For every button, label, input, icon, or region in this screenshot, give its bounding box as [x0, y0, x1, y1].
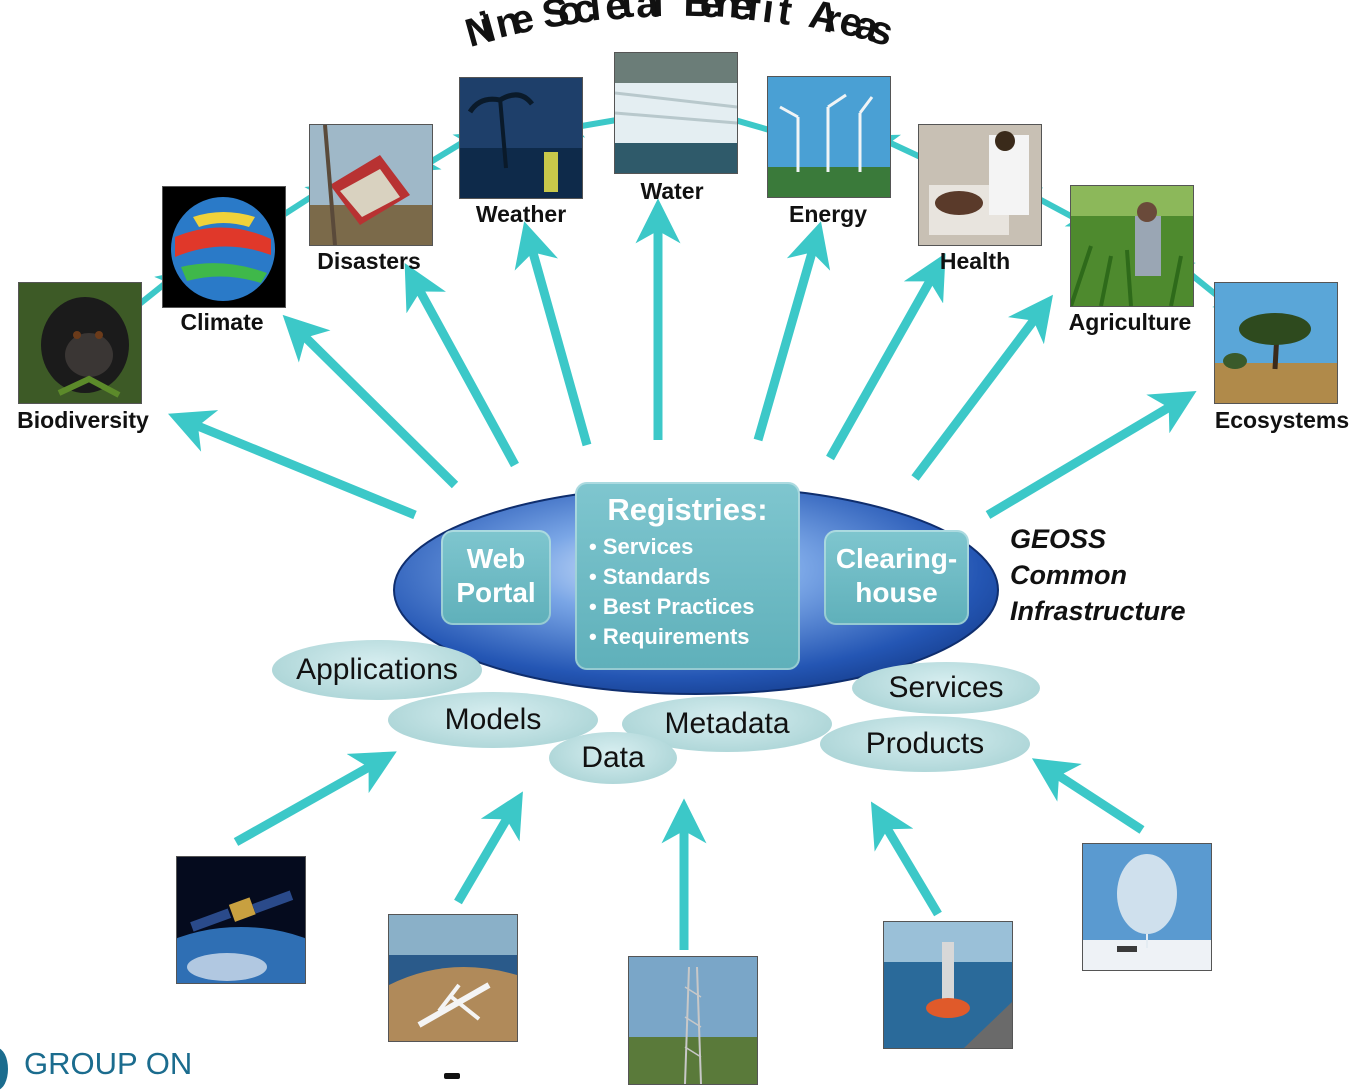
geoss-caption: GEOSS Common Infrastructure: [1010, 521, 1186, 629]
label-agriculture: Agriculture: [1068, 309, 1192, 335]
label-ecosystems: Ecosystems: [1214, 407, 1350, 433]
title-letter: [668, 0, 679, 26]
label-climate: Climate: [180, 309, 264, 335]
label-weather: Weather: [475, 201, 567, 227]
web-portal-line-1: Web: [466, 543, 526, 574]
models-pill: Models: [388, 692, 598, 748]
logo-fragment-icon: [444, 1073, 460, 1079]
arrow-from-aircraft: [454, 791, 523, 905]
registries-item: • Standards: [589, 564, 711, 589]
weather-photo: [459, 77, 583, 199]
clearinghouse-line-1: Clearing-: [835, 543, 958, 574]
registries-item: • Best Practices: [589, 594, 755, 619]
energy-photo: [767, 76, 891, 198]
geoss-caption-line-1: GEOSS: [1010, 524, 1107, 554]
ecosystems-photo: [1214, 282, 1338, 404]
satellite-photo: [176, 856, 306, 984]
clearinghouse-box: Clearing- house: [824, 530, 969, 625]
health-photo: [918, 124, 1042, 246]
arrow-to-climate: [282, 314, 459, 489]
geoss-caption-line-3: Infrastructure: [1010, 596, 1186, 626]
registries-item: • Requirements: [589, 624, 750, 649]
aircraft-photo: [388, 914, 518, 1042]
applications-pill: Applications: [272, 640, 482, 700]
arrow-to-health: [826, 253, 946, 461]
data-pill: Data: [549, 732, 677, 784]
arrow-from-satellite: [233, 751, 397, 846]
geoss-caption-line-2: Common: [1010, 560, 1127, 590]
agriculture-photo: [1070, 185, 1194, 307]
arrow-to-weather: [514, 221, 592, 447]
web-portal-line-2: Portal: [456, 577, 536, 608]
registries-item: • Services: [589, 534, 694, 559]
registries-heading: Registries:: [607, 492, 768, 527]
water-photo: [614, 52, 738, 174]
logo-text: GROUP ON: [24, 1046, 193, 1081]
registries-list: • Services • Standards • Best Practices • R…: [589, 532, 786, 652]
arrow-to-ecosystems: [985, 390, 1197, 519]
web-portal-box: Web Portal: [441, 530, 551, 625]
weather-balloon-photo: [1082, 843, 1212, 971]
clearinghouse-line-2: house: [855, 577, 938, 608]
label-biodiversity: Biodiversity: [17, 407, 149, 433]
arrow-to-biodiversity: [168, 410, 417, 520]
title-letter: t: [619, 0, 636, 27]
arrow-from-balloon: [1031, 758, 1145, 834]
title-letter: l: [651, 0, 664, 26]
arrow-to-agriculture: [911, 294, 1053, 481]
ocean-buoy-photo: [883, 921, 1013, 1049]
label-health: Health: [939, 248, 1011, 274]
label-disasters: Disasters: [317, 248, 421, 274]
label-energy: Energy: [789, 201, 867, 227]
arrow-from-buoy: [870, 801, 942, 917]
geo-logo-icon: [0, 1048, 8, 1090]
arrow-to-disasters: [404, 263, 519, 468]
label-water: Water: [640, 178, 704, 204]
disasters-photo: [309, 124, 433, 246]
registries-box: Registries: • Services • Standards • Best …: [575, 482, 800, 670]
climate-photo: [162, 186, 286, 308]
services-pill: Services: [852, 662, 1040, 714]
flux-tower-photo: [628, 956, 758, 1085]
products-pill: Products: [820, 716, 1030, 772]
biodiversity-photo: [18, 282, 142, 404]
arrow-to-energy: [753, 221, 831, 442]
